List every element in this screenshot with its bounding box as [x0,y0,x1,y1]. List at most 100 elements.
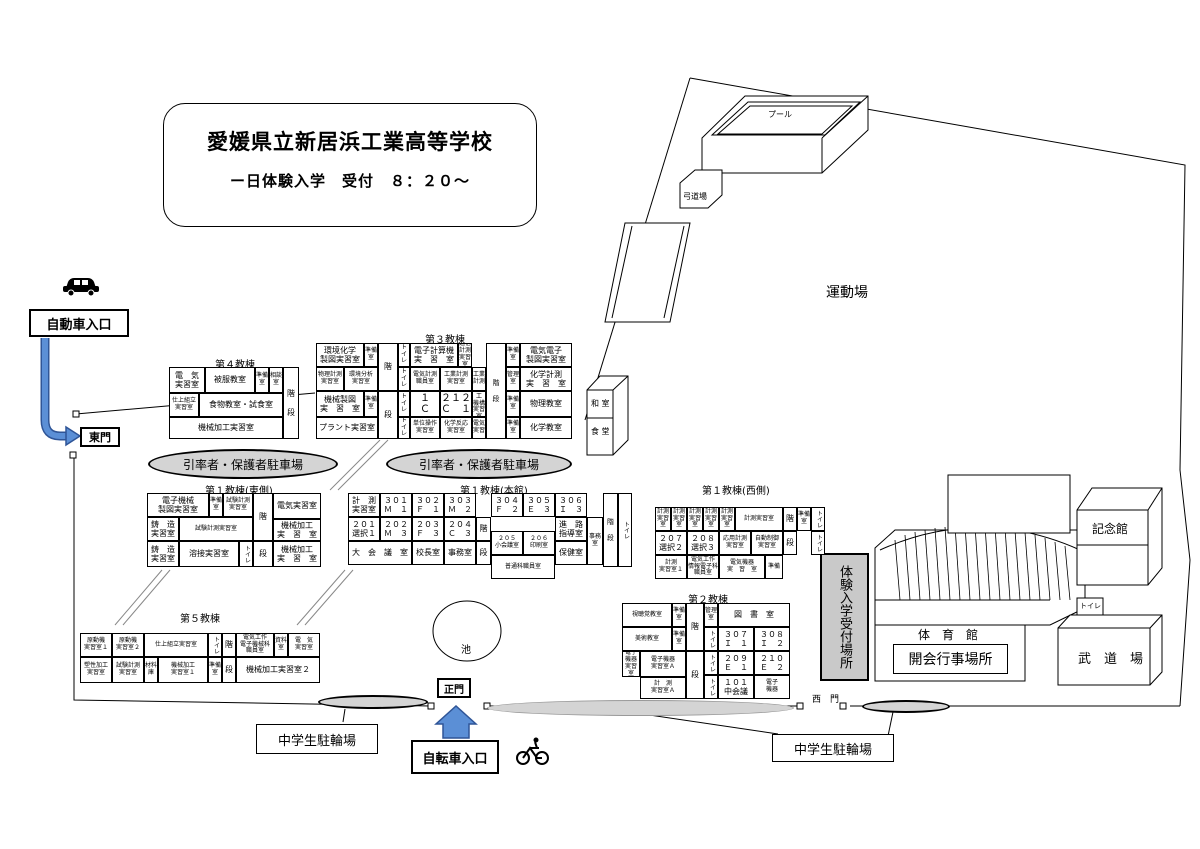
east-gate-text: 東門 [89,431,111,444]
building-2-name: 第２教棟 [688,595,728,606]
room: トイレ [704,651,718,675]
car-entrance-text: 自動車入口 [46,317,112,333]
room: 電 気実習室 [169,367,205,393]
main-gate-text: 正門 [444,684,464,696]
room: 電気実習室 [273,493,321,519]
room: 電 気実習室 [288,633,320,657]
stairs-b3-right: 階段 [486,343,506,439]
school-name: 愛媛県立新居浜工業高等学校 [207,130,493,154]
guardian-parking-1: 引率者・保護者駐車場 [148,449,338,479]
room: ２１１Ｃ ２ [410,391,440,417]
room: 準備室 [797,507,811,531]
room: 計測実習室 [655,507,671,531]
room: 視聴覚教室 [622,603,672,627]
room: 進 路指導室 [555,517,587,541]
bike-parking-callout-2: 中学生駐輪場 [772,734,894,762]
building-1-main-name: 第１教棟(本館) [460,486,528,497]
building-5-name: 第５教棟 [180,614,220,625]
room: 大 会 議 室 [348,541,412,565]
stairs: 階 [686,603,704,651]
room: 試験計測実習室 [179,517,253,541]
car-entrance-label: 自動車入口 [29,309,129,337]
stairs: 段 [378,391,398,439]
stairs: 階 [222,633,236,657]
room: 材料庫 [144,657,158,683]
stairs: 段 [783,531,797,555]
room: 機械加工実習室 [169,417,283,439]
room: トイレ [398,417,410,439]
room: 電気電子製図実習室 [520,343,572,367]
ground-label: 運動場 [826,285,868,301]
room: トイレ [208,633,222,657]
room: 保健室 [555,541,587,565]
room: トイレ [398,391,410,417]
room: 計測実習室 [735,507,783,531]
room: 準備室 [208,657,222,683]
bike-parking-1-label: 中学生駐輪場 [277,733,356,749]
guardian-parking-2: 引率者・保護者駐車場 [386,449,572,479]
room: 鋳 造実習室 [147,541,179,567]
room: 化学教室 [520,417,572,439]
room: 物理教室 [520,391,572,417]
room: 計 測実習室 [348,493,380,517]
stairs: 段 [222,657,236,683]
room: トイレ [811,507,825,531]
building-4-name: 第４教棟 [215,360,255,371]
room: 計測実習室１ [655,555,687,579]
bike-parking-2-label: 中学生駐輪場 [793,742,872,758]
room: 原動機実習室２ [112,633,144,657]
room: 準備室 [364,343,378,367]
bike-parking-area-1 [318,695,428,709]
room: 化学計測実 習 室 [520,367,572,391]
room: 工業計測 [472,367,486,391]
room: 溶接実習室 [179,541,239,567]
room: 塑性加工実習室 [80,657,112,683]
room: 準備室 [506,417,520,439]
room: 資料室 [274,633,288,657]
stairs: 段 [253,541,273,567]
room: 相談室 [269,367,283,393]
room: 化学反応実習室 [440,417,472,439]
stairs: 階 [253,493,273,541]
stairs: 段 [476,541,491,565]
car-icon [63,278,99,296]
reception-box: 体験入学受付場所 [820,553,869,681]
room: 試験計測実習室 [112,657,144,683]
budo-label: 武 道 場 [1078,652,1144,667]
room: 準備 [765,555,783,579]
room: トイレ [704,627,718,651]
washitsu-label: 和 室 [591,399,610,408]
stairs: 階 [378,343,398,391]
room: 機械加工実習室１ [158,657,208,683]
room: 事務室 [587,517,603,565]
room: 自動制御実習室 [751,531,783,555]
room: 物理計測実習室 [316,367,344,391]
room: 電気機器実 習 室 [719,555,765,579]
opening-ceremony-box: 開会行事場所 [893,644,1008,674]
bike-entrance-label: 自転車入口 [411,740,499,774]
room: 機械加工実 習 室 [273,541,321,567]
east-gate-label: 東門 [80,427,120,447]
room: 電気工作情報電子科職員室 [687,555,719,579]
room: 美術教室 [622,627,672,651]
room: 計 測実習室Ａ [640,677,686,699]
pool-label: プール [768,110,792,119]
archery-label: 弓道場 [683,192,707,201]
bike-parking-area-main [487,700,794,716]
room: 計測実習室 [703,507,719,531]
room: 準備室 [672,627,686,651]
guardian-parking-1-label: 引率者・保護者駐車場 [182,457,303,472]
room: 鋳 造実習室 [147,517,179,541]
